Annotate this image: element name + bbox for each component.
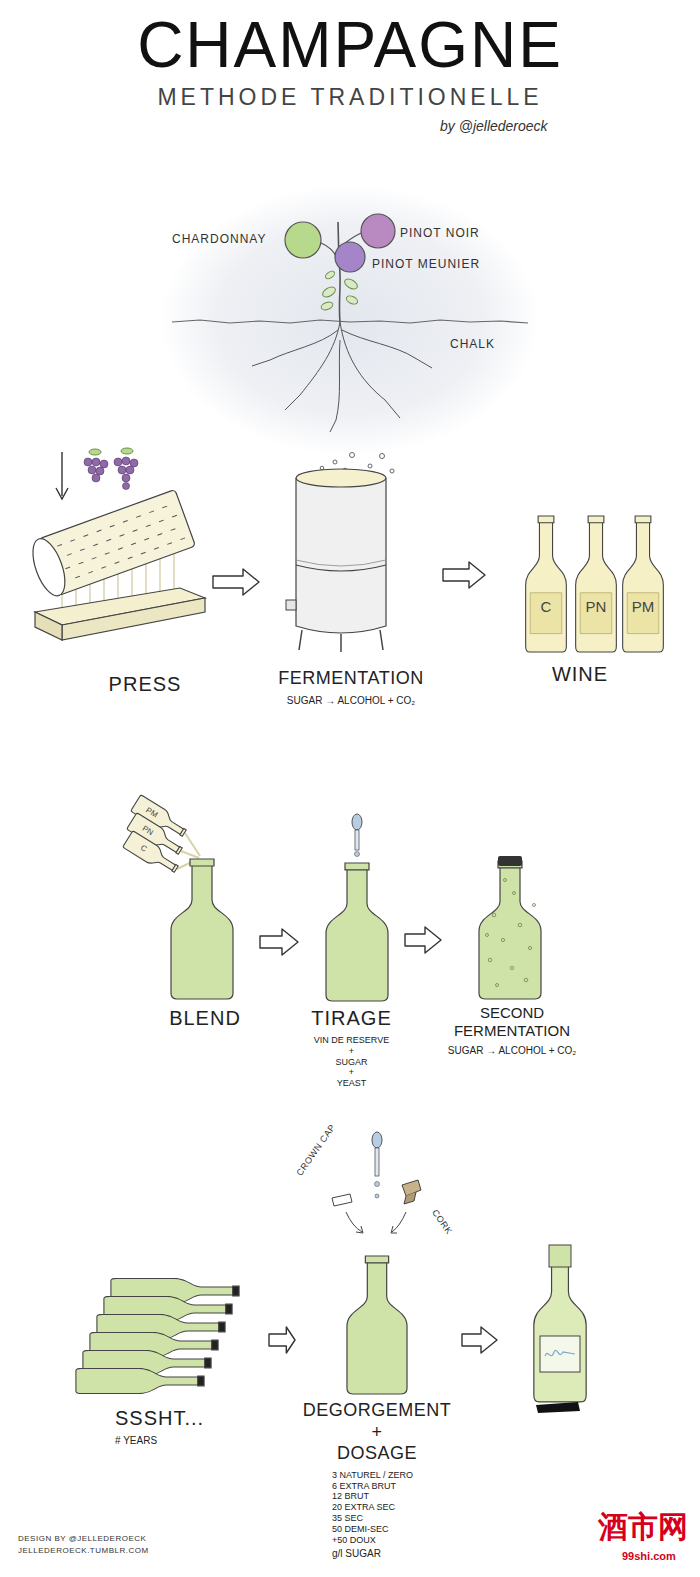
- bottle-lip: [180, 828, 186, 836]
- soil-name: CHALK: [450, 338, 495, 352]
- bottle-lip: [176, 846, 182, 854]
- footer-credit: JELLEDEROECK.TUMBLR.COM: [18, 1546, 149, 1555]
- text-group: TIRAGEVIN DE RESERVE+SUGAR+YEAST: [301, 1006, 402, 1089]
- step-note: +: [301, 1046, 402, 1057]
- watermark: 酒市网: [598, 1510, 688, 1545]
- text-group: WINE: [540, 662, 620, 686]
- dosage-row: 20 EXTRA SEC: [298, 1502, 456, 1513]
- step-label: SECOND FERMENTATION: [444, 1004, 580, 1040]
- grape-name: CHARDONNAY: [172, 233, 266, 247]
- bottle-body: [576, 522, 617, 652]
- bottle-label: PN: [575, 598, 617, 616]
- step-arrow: [443, 562, 485, 588]
- tank-illustration: [286, 453, 394, 653]
- text-group: PM: [622, 598, 664, 616]
- step-label: TIRAGE: [301, 1006, 402, 1030]
- dosage-row: g/l SUGAR: [298, 1548, 456, 1560]
- bottle-lip: [172, 864, 178, 872]
- step-arrow: [260, 929, 298, 955]
- text-group: SECOND FERMENTATION SUGAR → ALCOHOL + CO₂: [444, 1004, 580, 1057]
- degorgement-illustration: [332, 1132, 421, 1394]
- step-note: SUGAR → ALCOHOL + CO₂: [272, 695, 430, 707]
- bottle-outline: [575, 515, 617, 653]
- process-step: SECOND FERMENTATION SUGAR → ALCOHOL + CO₂: [444, 840, 580, 1080]
- text-group: FERMENTATION SUGAR → ALCOHOL + CO₂: [272, 668, 430, 707]
- dosage-row: +50 DOUX: [298, 1535, 456, 1546]
- second-fermentation-illustration: [479, 856, 541, 999]
- process-step: BLENDPMPNC: [95, 800, 257, 1040]
- step-arrow: [269, 1327, 295, 1353]
- step-label: WINE: [540, 662, 620, 686]
- step-label: FERMENTATION: [272, 668, 430, 690]
- step-note: VIN DE RESERVE: [301, 1035, 402, 1046]
- footer-credit: DESIGN BY @JELLEDEROECK: [18, 1534, 146, 1543]
- bottle-lip: [635, 516, 651, 523]
- author-credit: by @jellederoeck: [440, 118, 548, 134]
- vineyard: [160, 185, 540, 455]
- step-arrow: [213, 569, 259, 595]
- dosage-row: 6 EXTRA BRUT: [298, 1481, 456, 1492]
- dosage-row: 35 SEC: [298, 1513, 456, 1524]
- step-arrow: [462, 1327, 497, 1353]
- dosage-row: 3 NATUREL / ZERO: [298, 1470, 456, 1481]
- step-note: YEAST: [301, 1078, 402, 1089]
- step-label: +: [298, 1422, 456, 1444]
- bottle-node: C: [525, 515, 567, 653]
- grape-name: PINOT MEUNIER: [372, 258, 480, 272]
- step-note: SUGAR → ALCOHOL + CO₂: [444, 1045, 580, 1057]
- subtitle: METHODE TRADITIONELLE: [157, 84, 542, 110]
- text-group: BLEND: [155, 1006, 255, 1030]
- bottle-node: PM: [622, 515, 664, 653]
- process-step: FERMENTATION SUGAR → ALCOHOL + CO₂: [262, 440, 440, 720]
- bottle-lip: [588, 516, 604, 523]
- step-label: DOSAGE: [298, 1443, 456, 1465]
- step-label: BLEND: [155, 1006, 255, 1030]
- dosage-row: 12 BRUT: [298, 1491, 456, 1502]
- process-step: DEGORGEMENT+DOSAGE 3 NATUREL / ZERO6 EXTR…: [298, 1250, 456, 1570]
- bottle-lip: [538, 516, 554, 523]
- bottle-node: PN: [575, 515, 617, 653]
- champagne-bottle: [534, 1245, 586, 1413]
- text-group: C: [525, 598, 567, 616]
- bottle-outline: [622, 515, 664, 653]
- blend-illustration: [171, 833, 233, 999]
- step-label: SSSHT...: [115, 1406, 255, 1430]
- step-note: SUGAR: [301, 1057, 402, 1068]
- text-group: SSSHT... # YEARS: [115, 1406, 255, 1447]
- process-step: WINE C PN PM: [488, 500, 678, 700]
- text-group: PN: [575, 598, 617, 616]
- bottle-body: [623, 522, 664, 652]
- step-label: PRESS: [85, 672, 205, 696]
- tirage-illustration: [326, 814, 388, 1001]
- part-name: CORK: [430, 1208, 455, 1237]
- bottle-stack: [76, 1278, 239, 1393]
- process-step: SSSHT... # YEARS: [70, 1270, 266, 1460]
- bottle-label: PM: [622, 598, 664, 616]
- step-label: DEGORGEMENT: [298, 1400, 456, 1422]
- step-arrow: [405, 927, 441, 953]
- bottle-body: [526, 522, 567, 652]
- bottle-body: [123, 831, 180, 876]
- text-group: DEGORGEMENT+DOSAGE 3 NATUREL / ZERO6 EXTR…: [298, 1400, 456, 1560]
- watermark: 99shi.com: [622, 1550, 676, 1563]
- step-note: # YEARS: [115, 1435, 255, 1447]
- process-step: PRESS: [25, 440, 210, 705]
- text-group: PRESS: [85, 672, 205, 696]
- dosage-row: 50 DEMI-SEC: [298, 1524, 456, 1535]
- part-name: CROWN CAP: [294, 1122, 337, 1177]
- diagram-title: CHAMPAGNE: [137, 10, 563, 80]
- process-step: TIRAGEVIN DE RESERVE+SUGAR+YEAST: [301, 810, 402, 1110]
- grape-name: PINOT NOIR: [400, 227, 480, 241]
- press-illustration: [26, 448, 205, 640]
- step-note: +: [301, 1067, 402, 1078]
- bottle-outline: [525, 515, 567, 653]
- bottle-label: C: [525, 598, 567, 616]
